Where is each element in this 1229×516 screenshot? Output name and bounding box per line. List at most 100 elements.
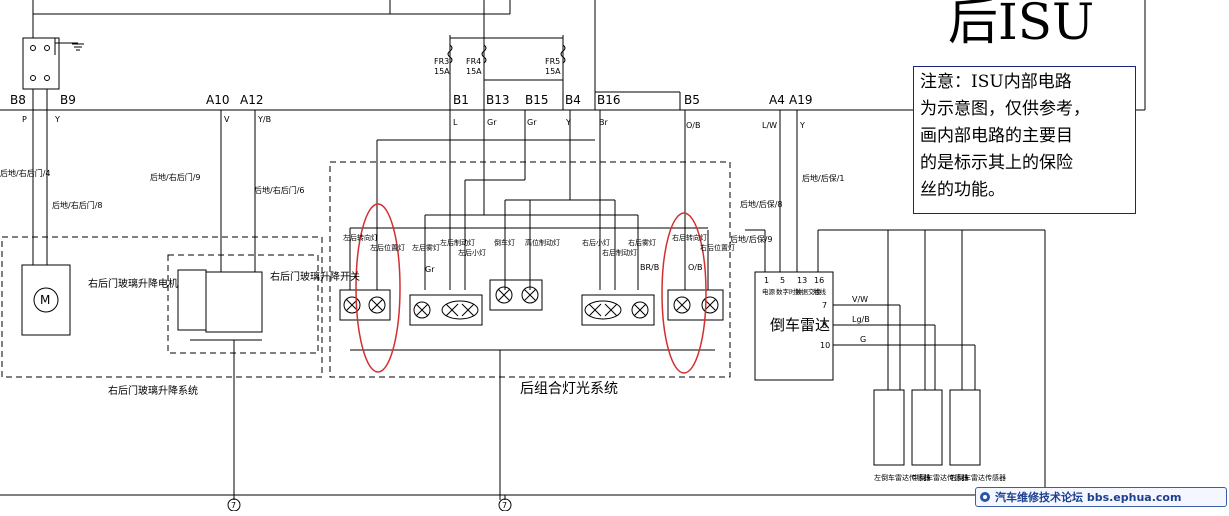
fuse-fr4-name: FR4 (466, 57, 481, 66)
radar-pin-13: 13 (797, 276, 807, 285)
pin-a4: A4 (769, 93, 785, 107)
lamp-label-0: 左后转向灯 (343, 233, 378, 242)
highlight-right-turn (661, 212, 707, 374)
lamp-label-2: 左后雾灯 (412, 243, 440, 252)
highlight-left-turn (355, 203, 401, 373)
wire-a12: Y/B (257, 115, 271, 124)
lamp-label-10: 右后转向灯 (672, 233, 707, 242)
radar-label: 倒车雷达 (770, 316, 830, 334)
fuse-fr5-rating: 15A (545, 67, 561, 76)
isu-title: 后ISU (948, 0, 1095, 51)
motor-icon (33, 287, 59, 313)
conn-rear-right-door-8: 后地/右后门/8 (52, 200, 102, 210)
sensor-left-label: 左倒车雷达传感器 (874, 473, 930, 482)
lamp-label-8: 右后制动灯 (602, 248, 637, 257)
radar-pin-1: 1 (764, 276, 769, 285)
note-line-2: 为示意图，仅供参考， (920, 99, 1090, 119)
lamp-label-9: 右后雾灯 (628, 238, 656, 247)
window-switch-label: 右后门玻璃升降开关 (270, 270, 360, 283)
conn-rear-bumper-9: 后地/后保/9 (730, 234, 772, 244)
wire-radar-b: Lg/B (852, 315, 870, 324)
lamp-system-box (329, 161, 731, 378)
lamp-label-6: 高位制动灯 (525, 238, 560, 247)
lamp-label-11: 右后位置灯 (700, 243, 735, 252)
wire-radar-c: G (860, 335, 866, 344)
wire-b5: O/B (686, 121, 700, 130)
pin-b4: B4 (565, 93, 581, 107)
lamp-label-1: 左后位置灯 (370, 243, 405, 252)
radar-pin-name-clock: 数字时钟 (776, 287, 803, 296)
lamp-left-turn (339, 289, 391, 321)
radar-pin-5: 5 (780, 276, 785, 285)
sensor-right-label: 右倒车雷达传感器 (950, 473, 1006, 482)
pin-b8: B8 (10, 93, 26, 107)
note-line-3: 画内部电路的主要目 (920, 126, 1073, 146)
wire-a4: L/W (762, 121, 777, 130)
svg-text:M: M (40, 293, 50, 307)
wire-a10: V (224, 115, 230, 124)
pin-b16: B16 (597, 93, 621, 107)
sensor-center (911, 389, 943, 466)
wire-b13: Gr (487, 118, 497, 127)
conn-rear-right-door-6: 后地/右后门/6 (254, 185, 304, 195)
pin-b9: B9 (60, 93, 76, 107)
conn-rear-bumper-8: 后地/后保/8 (740, 199, 782, 209)
forum-logo-icon (980, 492, 990, 502)
window-system-label: 右后门玻璃升降系统 (108, 384, 198, 397)
pin-b5: B5 (684, 93, 700, 107)
fuse-fr5-name: FR5 (545, 57, 560, 66)
wire-a19: Y (799, 121, 805, 130)
ground-2-label: 7 (502, 501, 507, 510)
radar-pin-10: 10 (820, 341, 830, 350)
sensor-right (949, 389, 981, 466)
forum-watermark[interactable]: 汽车维修技术论坛 bbs.ephua.com (975, 487, 1227, 507)
pin-b1: B1 (453, 93, 469, 107)
radar-pin-name-data: 数据交换 (795, 287, 822, 296)
pin-a19: A19 (789, 93, 812, 107)
fuse-fr4-rating: 15A (466, 67, 482, 76)
motor-label: 右后门玻璃升降电机 (88, 277, 178, 290)
lamp-labels: 左后转向灯 左后位置灯 左后雾灯 左后制动灯 左后小灯 倒车灯 高位制动灯 右后… (343, 233, 735, 257)
wire-lamp-right: O/B (688, 263, 702, 272)
lamp-label-5: 倒车灯 (494, 238, 515, 247)
lamp-right-brake-fog (581, 294, 655, 326)
conn-rear-right-door-4: 后地/右后门/4 (0, 168, 50, 178)
note-line-1: 注意：ISU内部电路 (920, 72, 1072, 92)
radar-pin-8: 8 (822, 321, 827, 330)
note-line-4: 的是标示其上的保险 (920, 153, 1073, 173)
pin-a12: A12 (240, 93, 263, 107)
wire-b16: Br (599, 118, 608, 127)
relay-switch-b8-b9 (22, 37, 60, 90)
wire-b9: Y (54, 115, 60, 124)
lamp-right-turn (667, 289, 724, 321)
reverse-radar-unit (754, 271, 834, 381)
radar-pin-name-power: 电源 (762, 287, 776, 296)
wire-lamp-mid: BR/B (640, 263, 659, 272)
lamp-label-3: 左后制动灯 (440, 238, 475, 247)
fuse-fr3-name: FR3 (434, 57, 449, 66)
wire-b8: P (22, 115, 27, 124)
radar-pin-16: 16 (814, 276, 824, 285)
radar-pin-name-ground: 地线 (813, 287, 827, 296)
ground-1-label: 7 (231, 501, 236, 510)
sensor-left (873, 389, 905, 466)
radar-pin-7: 7 (822, 301, 827, 310)
sensor-center-label: 中倒车雷达传感器 (912, 473, 968, 482)
wire-lamp-fog: Gr (425, 265, 435, 274)
lamp-system-label: 后组合灯光系统 (520, 381, 618, 397)
lamp-label-7: 右后小灯 (582, 238, 610, 247)
wire-b15: Gr (527, 118, 537, 127)
window-system-box (1, 236, 323, 378)
wire-b1: L (453, 118, 458, 127)
lamp-reverse-hbrake (489, 279, 543, 311)
conn-rear-bumper-1: 后地/后保/1 (802, 173, 844, 183)
watermark-text: 汽车维修技术论坛 bbs.ephua.com (995, 491, 1182, 504)
note-box: 注意：ISU内部电路 为示意图，仅供参考， 画内部电路的主要目 的是标示其上的保… (913, 66, 1136, 214)
window-switch (205, 271, 263, 333)
fuse-fr3-rating: 15A (434, 67, 450, 76)
pin-b15: B15 (525, 93, 549, 107)
wire-b4: Y (565, 118, 571, 127)
lamp-label-4: 左后小灯 (458, 248, 486, 257)
